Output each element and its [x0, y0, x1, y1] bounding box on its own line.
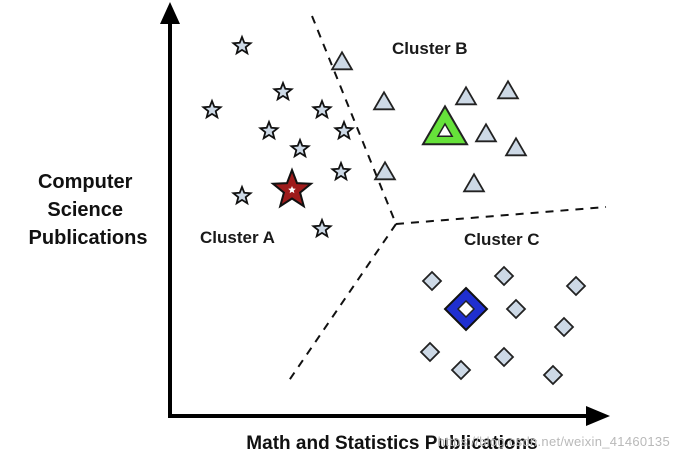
y-axis-label-line-1: Computer [38, 171, 133, 193]
diamond-icon [421, 270, 443, 292]
triangle-icon [496, 79, 520, 100]
cluster-b-label: Cluster B [392, 39, 468, 58]
boundary-b-c [395, 206, 607, 225]
triangle-icon [373, 160, 397, 181]
cluster-a-label: Cluster A [200, 228, 275, 247]
star-icon [311, 217, 333, 239]
centroid-star-inner [288, 186, 296, 194]
diamond-icon [419, 341, 441, 363]
y-axis-label-line-3: Publications [29, 227, 148, 249]
diamond-icon [505, 298, 527, 320]
diamond-icon [493, 346, 515, 368]
boundary-a-c [287, 223, 397, 383]
star-icon [201, 98, 223, 120]
y-axis-label: Computer Science Publications [29, 171, 148, 249]
diamond-icon [565, 275, 587, 297]
star-icon [289, 137, 311, 159]
watermark: https://blog.csdn.net/weixin_41460135 [437, 434, 670, 449]
diamond-icon [553, 316, 575, 338]
centroid-triangle-inner [436, 122, 454, 138]
star-icon [330, 160, 352, 182]
diamond-icon [493, 265, 515, 287]
y-axis-arrow [160, 2, 180, 24]
x-axis-label: Math and Statistics Publications [246, 433, 537, 454]
triangle-icon [454, 85, 478, 106]
triangle-icon [462, 172, 486, 193]
centroid-diamond-inner [456, 299, 476, 319]
triangle-icon [330, 50, 354, 71]
triangle-icon [504, 136, 528, 157]
cluster-c-label: Cluster C [464, 230, 540, 249]
boundary-a-b [311, 15, 397, 225]
star-icon [231, 184, 253, 206]
diamond-icon [542, 364, 564, 386]
star-icon [311, 98, 333, 120]
diamond-icon [450, 359, 472, 381]
star-icon [333, 119, 355, 141]
x-axis-arrow [586, 406, 610, 426]
data-points [201, 34, 587, 386]
y-axis-label-line-2: Science [47, 199, 123, 221]
star-icon [258, 119, 280, 141]
triangle-icon [474, 122, 498, 143]
triangle-icon [372, 90, 396, 111]
star-icon [272, 80, 294, 102]
star-icon [231, 34, 253, 56]
